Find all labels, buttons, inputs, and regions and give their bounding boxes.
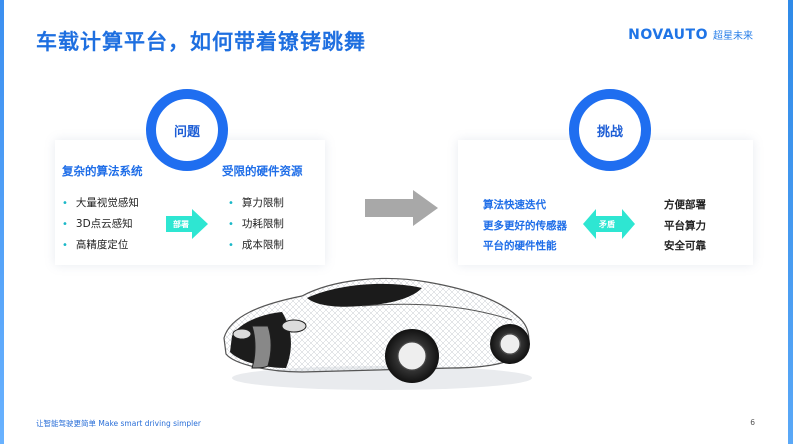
problem-circle: 问题 bbox=[146, 89, 228, 171]
deploy-arrow-icon bbox=[166, 209, 208, 239]
list-item: 功耗限制 bbox=[228, 214, 284, 235]
list-item: 大量视觉感知 bbox=[62, 193, 139, 214]
challenge-circle: 挑战 bbox=[569, 89, 651, 171]
list-item: 算法快速迭代 bbox=[483, 199, 546, 211]
list-item: 方便部署 bbox=[664, 199, 706, 211]
slide-right-border bbox=[788, 0, 793, 444]
problem-circle-label: 问题 bbox=[173, 124, 200, 140]
hardware-list: 算力限制 功耗限制 成本限制 bbox=[228, 193, 284, 256]
conflict-arrow-icon bbox=[583, 209, 635, 239]
software-heading: 复杂的算法系统 bbox=[62, 164, 143, 178]
list-item: 安全可靠 bbox=[664, 240, 706, 252]
list-item: 高精度定位 bbox=[62, 235, 139, 256]
requirement-list: 方便部署 平台算力 安全可靠 bbox=[664, 195, 706, 257]
list-item: 平台的硬件性能 bbox=[483, 240, 557, 252]
brand-logo-text: NOVAUTO bbox=[628, 27, 708, 43]
list-item: 成本限制 bbox=[228, 235, 284, 256]
hardware-heading: 受限的硬件资源 bbox=[222, 164, 303, 178]
footer-slogan: 让智能驾驶更简单 Make smart driving simpler bbox=[36, 419, 201, 428]
car-wireframe-image bbox=[223, 277, 532, 390]
challenge-circle-label: 挑战 bbox=[596, 124, 623, 140]
transition-arrow-icon bbox=[365, 190, 438, 226]
list-item: 更多更好的传感器 bbox=[483, 219, 567, 232]
list-item: 平台算力 bbox=[664, 219, 706, 232]
software-list: 大量视觉感知 3D点云感知 高精度定位 bbox=[62, 193, 139, 256]
list-item: 算力限制 bbox=[228, 193, 284, 214]
page-number: 6 bbox=[750, 418, 755, 427]
challenge-list: 算法快速迭代 更多更好的传感器 平台的硬件性能 bbox=[483, 195, 567, 257]
list-item: 3D点云感知 bbox=[62, 214, 139, 235]
brand-logo: NOVAUTO 超星未来 bbox=[628, 27, 753, 43]
slide-left-border bbox=[0, 0, 4, 444]
conflict-label: 矛盾 bbox=[599, 220, 615, 229]
brand-logo-cn: 超星未来 bbox=[713, 31, 753, 42]
deploy-label: 部署 bbox=[173, 220, 189, 229]
slide-title: 车载计算平台，如何带着镣铐跳舞 bbox=[36, 30, 366, 54]
